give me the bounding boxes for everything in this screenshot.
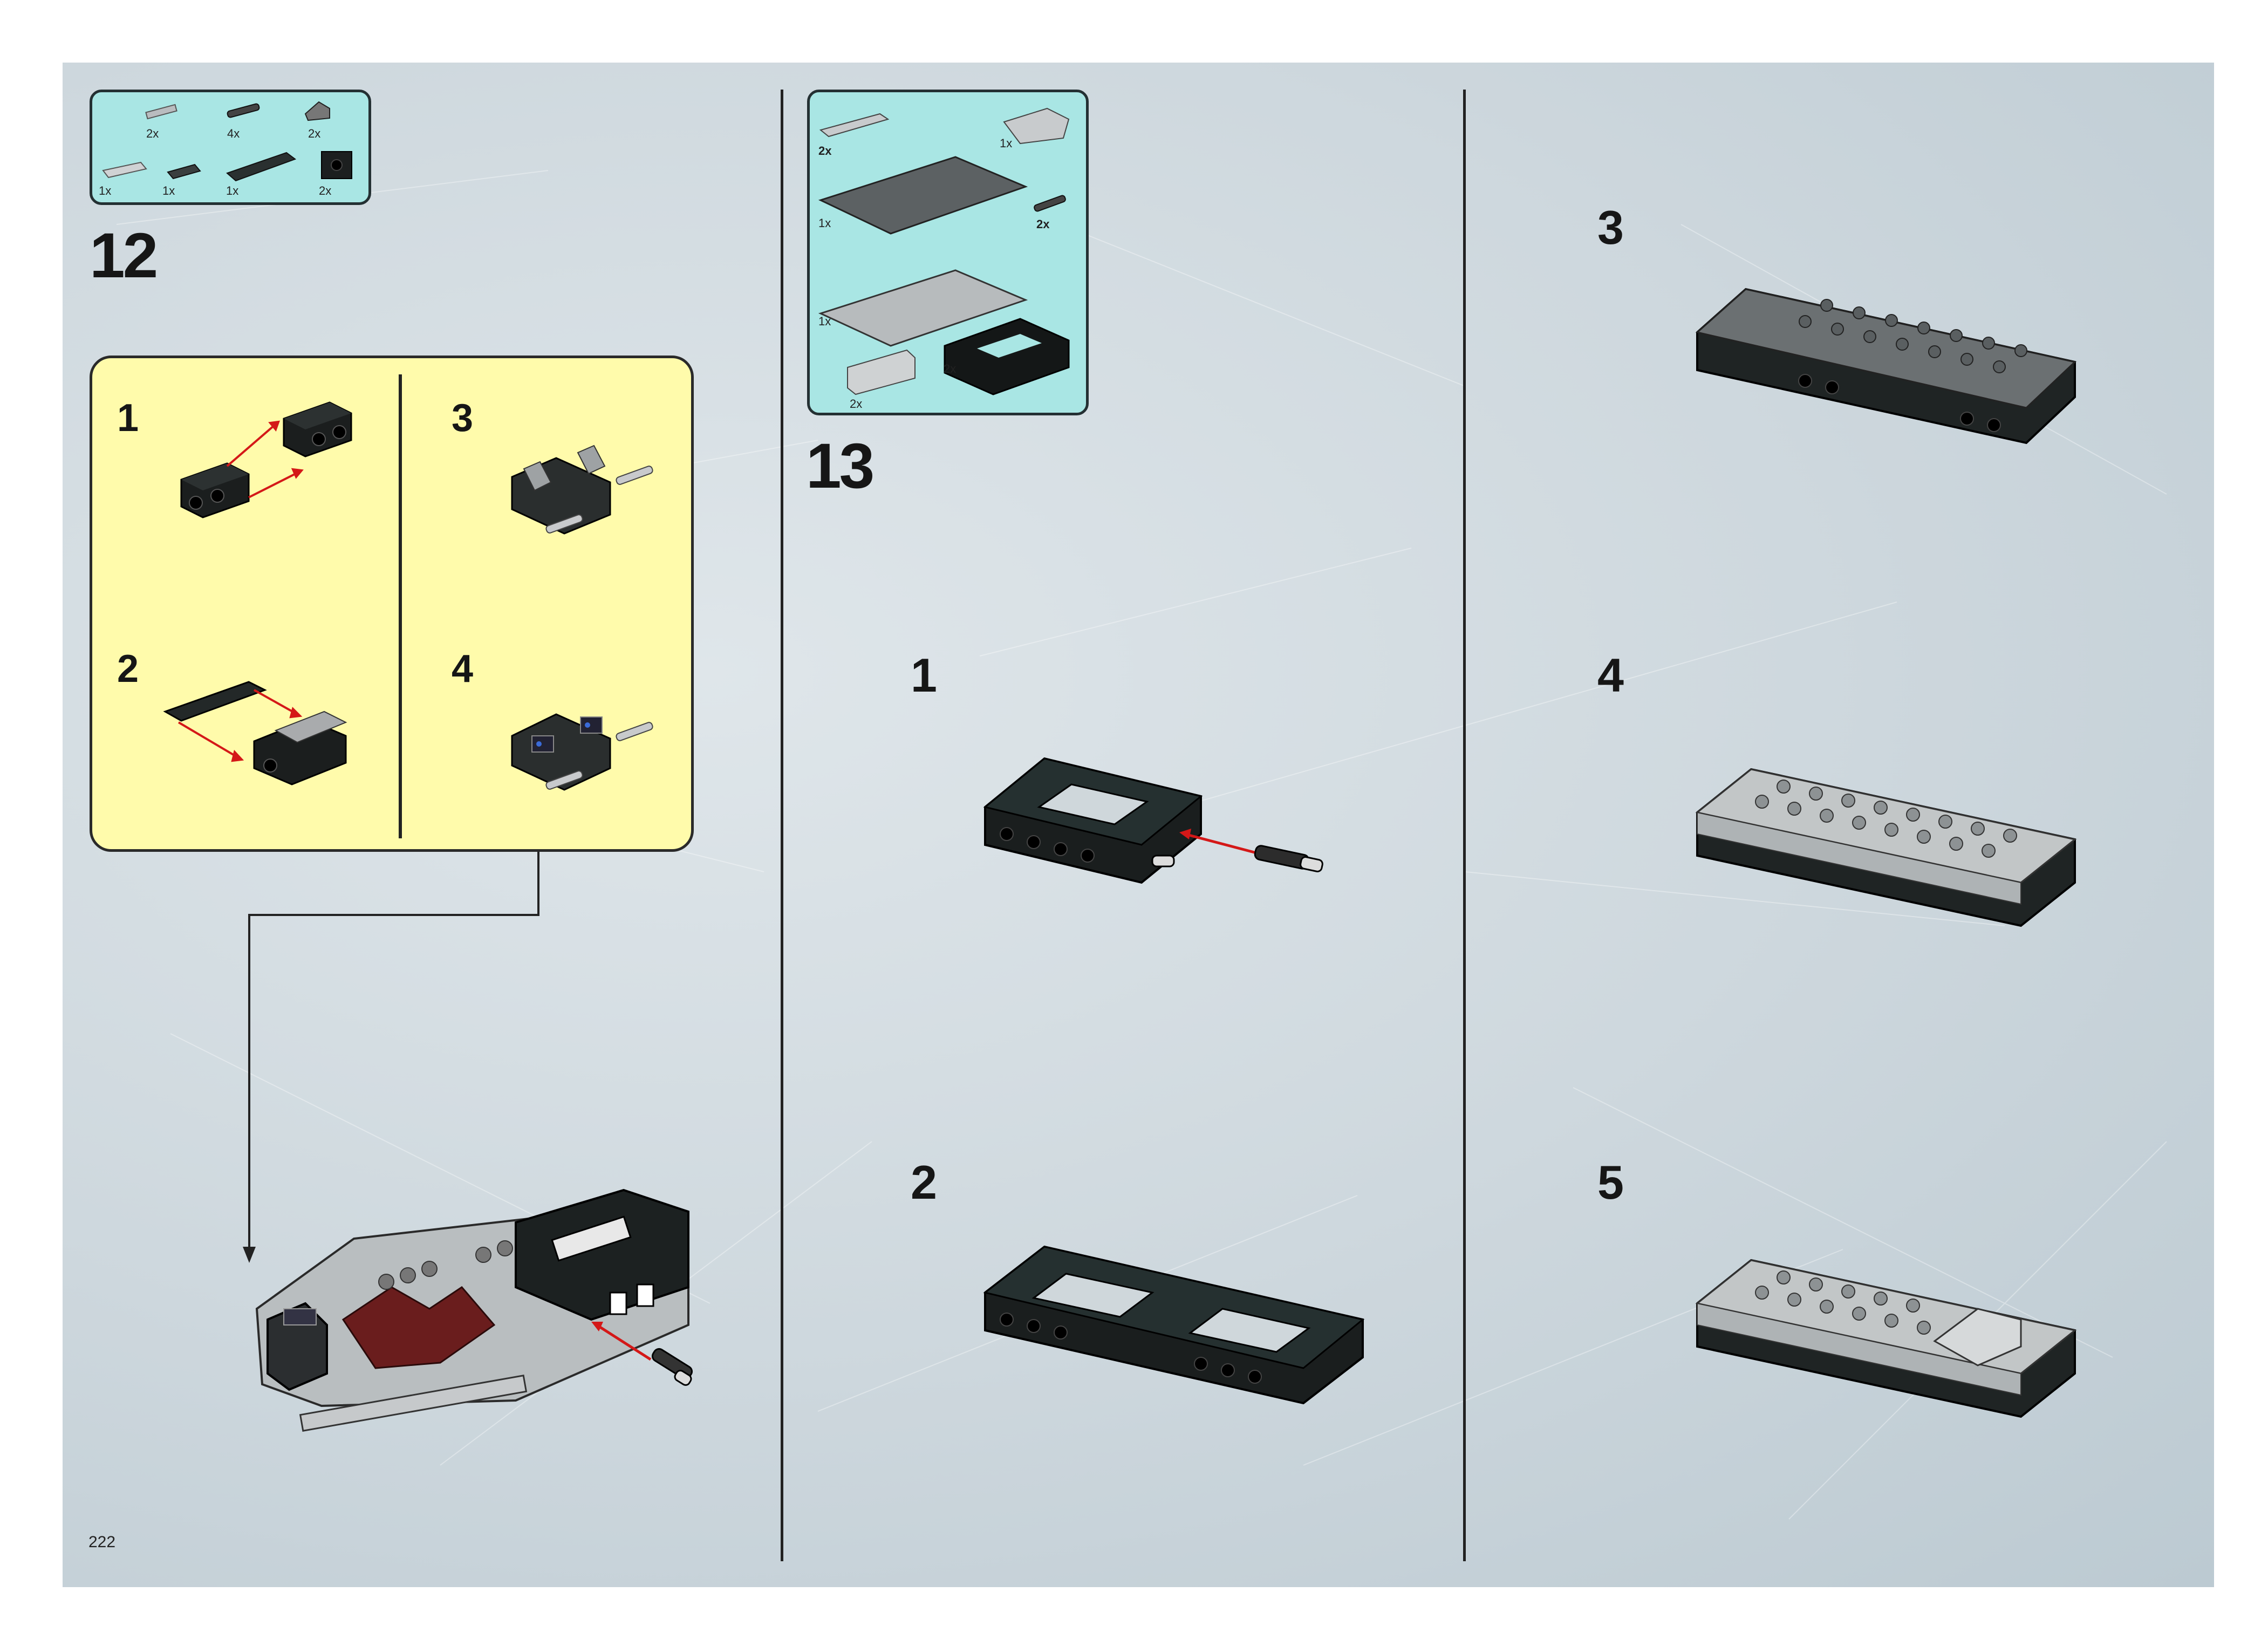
dark-pin-icon [1249,842,1330,880]
light-plate-assembly-icon [1697,1239,2086,1433]
light-plate-assembly-icon [1697,748,2086,942]
instruction-page: 2x 4x 2x 1x 1x 1x 2x 12 1 3 2 4 [63,63,2214,1587]
dark-plate-assembly-icon [1697,268,2086,462]
black-technic-frame-icon [985,1239,1374,1422]
